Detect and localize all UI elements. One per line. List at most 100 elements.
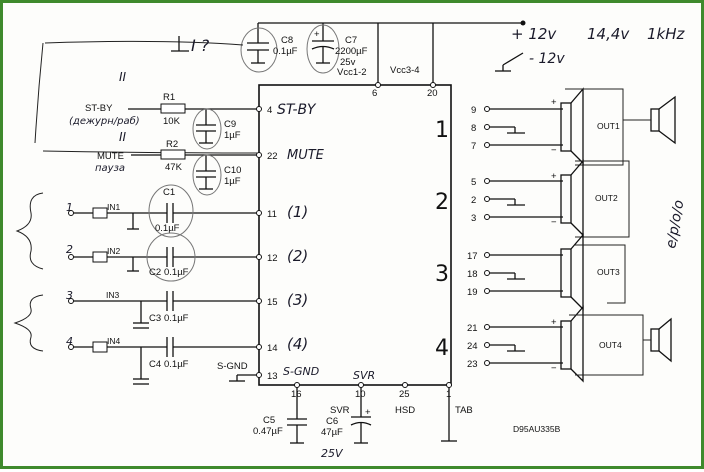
pin-23-num: 23 [467, 359, 478, 370]
c7-value: 2200µF [335, 46, 368, 57]
pin-22-num: 22 [267, 151, 278, 162]
pin-13-hand: S-GND [283, 365, 319, 378]
in-num-3: 3 [66, 289, 73, 302]
pin-11-hand: (1) [287, 203, 308, 221]
c2-value: 0.1µF [164, 267, 189, 278]
pin-16-num: 16 [291, 389, 302, 400]
r1-value: 10K [163, 116, 181, 127]
pin-15-hand: (3) [287, 291, 308, 309]
svg-text:−: − [551, 363, 557, 374]
pin-12-num: 12 [267, 253, 278, 264]
mute-label: MUTE [97, 151, 124, 162]
pin-20-num: 20 [427, 88, 438, 99]
c2-name: C2 [149, 267, 161, 278]
in4-label: IN4 [107, 336, 121, 346]
ic-body [258, 84, 452, 386]
in-num-2: 2 [66, 243, 73, 256]
c9-name: C9 [224, 119, 236, 130]
pin-10-num: 10 [355, 389, 366, 400]
group-2-hand: 2 [435, 190, 449, 215]
r2-name: R2 [166, 139, 178, 150]
svg-text:+: + [551, 97, 557, 108]
svg-text:+: + [551, 171, 557, 182]
c8-value: 0.1µF [273, 46, 298, 57]
in3-label: IN3 [106, 290, 120, 300]
pin-8-num: 8 [471, 123, 476, 134]
c9-value: 1µF [224, 130, 241, 141]
pin-9-num: 9 [471, 105, 476, 116]
top-handwritten: I ? [191, 36, 210, 55]
supply-minus: - 12v [529, 51, 565, 67]
supply-freq: 1kHz [647, 25, 686, 43]
side-note: e/p/o/o [663, 199, 687, 250]
pin-15-num: 15 [267, 297, 278, 308]
svg-text:+: + [365, 407, 371, 418]
mute-note: пауза [95, 163, 125, 174]
pin-25-label: HSD [395, 405, 415, 416]
pin-3-num: 3 [471, 213, 476, 224]
out2-label: OUT2 [595, 193, 618, 203]
pin-2-num: 2 [471, 195, 476, 206]
pin-17-num: 17 [467, 251, 478, 262]
pin-19-num: 19 [467, 287, 478, 298]
supply-plus: + 12v [511, 25, 557, 43]
c6-note: 25V [321, 447, 344, 460]
output-group-3: 3 17 18 19 OUT3 [435, 233, 626, 311]
in2-label: IN2 [107, 246, 121, 256]
pin-24-num: 24 [467, 341, 478, 352]
pin-18-num: 18 [467, 269, 478, 280]
c7-name: C7 [345, 35, 357, 46]
out1-label: OUT1 [597, 121, 620, 131]
pin-20-label: Vcc3-4 [390, 65, 420, 76]
c4-value: 0.1µF [164, 359, 189, 370]
group-1-hand: 1 [435, 118, 449, 143]
c7-voltage: 25v [340, 57, 356, 68]
group-4-hand: 4 [435, 336, 449, 361]
in1-label: IN1 [107, 202, 121, 212]
in-num-4: 4 [66, 335, 73, 348]
svg-text:+: + [314, 29, 320, 40]
svg-text:+: + [551, 317, 557, 328]
output-group-2: 2 5 2 3 + − OUT2 [435, 159, 630, 238]
c10-value: 1µF [224, 176, 241, 187]
pin-13-num: 13 [267, 371, 278, 382]
group-3-hand: 3 [435, 262, 449, 287]
st-by-label: ST-BY [85, 103, 113, 114]
pin-21-num: 21 [467, 323, 478, 334]
speaker-icon-2 [643, 317, 672, 363]
svg-text:−: − [551, 217, 557, 228]
pin-14-num: 14 [267, 343, 278, 354]
svr-note: SVR [353, 369, 375, 382]
pin-4-num: 4 [267, 105, 272, 116]
pin-14-hand: (4) [287, 335, 308, 353]
s-gnd-label: S-GND [217, 361, 248, 372]
pin-4-hand: ST-BY [277, 102, 317, 118]
pin-11-num: 11 [267, 209, 277, 220]
svg-text:−: − [551, 145, 557, 156]
in-num-1: 1 [66, 201, 73, 214]
supply-plus-note: 14,4v [587, 25, 630, 43]
c10-name: C10 [224, 165, 241, 176]
drawing-code: D95AU335B [513, 424, 561, 434]
amplifier-schematic: 6 20 Vcc3-4 + 12v 14,4v 1kHz C8 0.1µF + … [13, 20, 687, 460]
output-group-1: 1 9 8 7 + − OUT1 [435, 87, 624, 166]
out3-label: OUT3 [597, 267, 620, 277]
c5-name: C5 [263, 415, 275, 426]
out4-label: OUT4 [599, 340, 622, 350]
pin-10-label: SVR [330, 405, 350, 416]
st-by-note: (дежурн/раб) [69, 115, 140, 127]
pin-6-num: 6 [372, 88, 377, 99]
pin-22-hand: MUTE [287, 148, 325, 163]
pin-25-num: 25 [399, 389, 410, 400]
c3-value: 0.1µF [164, 313, 189, 324]
r1-name: R1 [163, 92, 175, 103]
pin-7-num: 7 [471, 141, 476, 152]
c1-name: C1 [163, 187, 175, 198]
roman-2-b: II [119, 130, 127, 144]
c5-value: 0.47µF [253, 426, 283, 437]
roman-2-a: II [119, 70, 127, 84]
pin-12-hand: (2) [287, 247, 308, 265]
c6-value: 47µF [321, 427, 343, 438]
pin-5-num: 5 [471, 177, 476, 188]
